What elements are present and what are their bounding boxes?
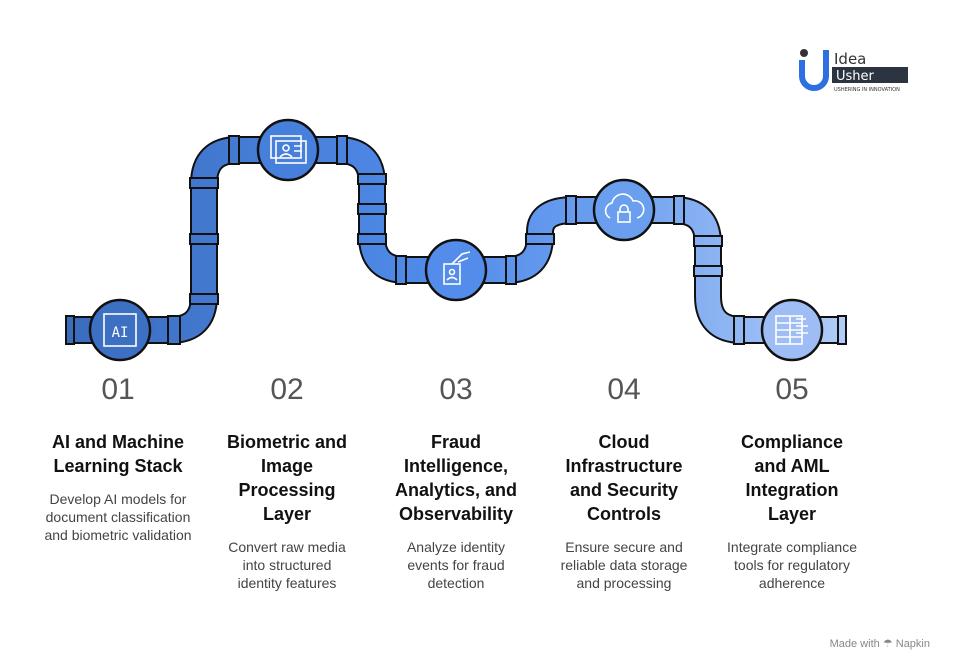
step-number: 04 <box>607 373 641 406</box>
step-description: Convert raw media into structured identi… <box>228 539 346 591</box>
step-number: 02 <box>270 373 304 406</box>
step-5: 05 Compliance and AML Integration Layer … <box>712 370 872 592</box>
step-3: 03 Fraud Intelligence, Analytics, and Ob… <box>376 370 536 592</box>
step-4: 04 Cloud Infrastructure and Security Con… <box>544 370 704 592</box>
napkin-icon: ☂ <box>882 638 893 650</box>
step-2: 02 Biometric and Image Processing Layer … <box>207 370 367 592</box>
cloud-lock-icon <box>604 193 645 223</box>
made-with-label: Made with <box>829 638 880 650</box>
step-title: Cloud Infrastructure and Security Contro… <box>565 432 683 524</box>
step-1: 01 AI and Machine Learning Stack Develop… <box>38 370 198 544</box>
step-description: Integrate compliance tools for regulator… <box>727 539 857 591</box>
step-number: 03 <box>439 373 473 406</box>
hand-id-icon <box>443 251 471 285</box>
step-title: Biometric and Image Processing Layer <box>226 432 348 524</box>
step-title: AI and Machine Learning Stack <box>51 432 185 476</box>
napkin-brand: Napkin <box>895 638 930 650</box>
pipe-joints <box>65 135 847 345</box>
step-description: Analyze identity events for fraud detect… <box>406 539 506 591</box>
step-1-node <box>88 298 152 362</box>
step-3-node <box>424 238 488 302</box>
step-description: Develop AI models for document classific… <box>44 491 192 543</box>
made-with-napkin: Made with ☂ Napkin <box>830 637 930 650</box>
step-number: 05 <box>775 373 809 406</box>
step-title: Compliance and AML Integration Layer <box>740 432 844 524</box>
step-description: Ensure secure and reliable data storage … <box>560 539 688 591</box>
svg-text:Idea: Idea <box>834 50 866 68</box>
svg-text:Usher: Usher <box>836 69 875 84</box>
id-card-icon <box>270 135 307 164</box>
checklist-icon <box>775 315 808 345</box>
idea-usher-logo: Idea Usher USHERING IN INNOVATION <box>798 46 910 94</box>
ai-icon-text: AI <box>112 325 129 341</box>
step-title: Fraud Intelligence, Analytics, and Obser… <box>394 432 518 524</box>
svg-text:USHERING IN INNOVATION: USHERING IN INNOVATION <box>834 87 900 93</box>
step-4-node <box>592 178 656 242</box>
step-number: 01 <box>101 373 135 406</box>
ai-chip-icon <box>103 313 137 347</box>
